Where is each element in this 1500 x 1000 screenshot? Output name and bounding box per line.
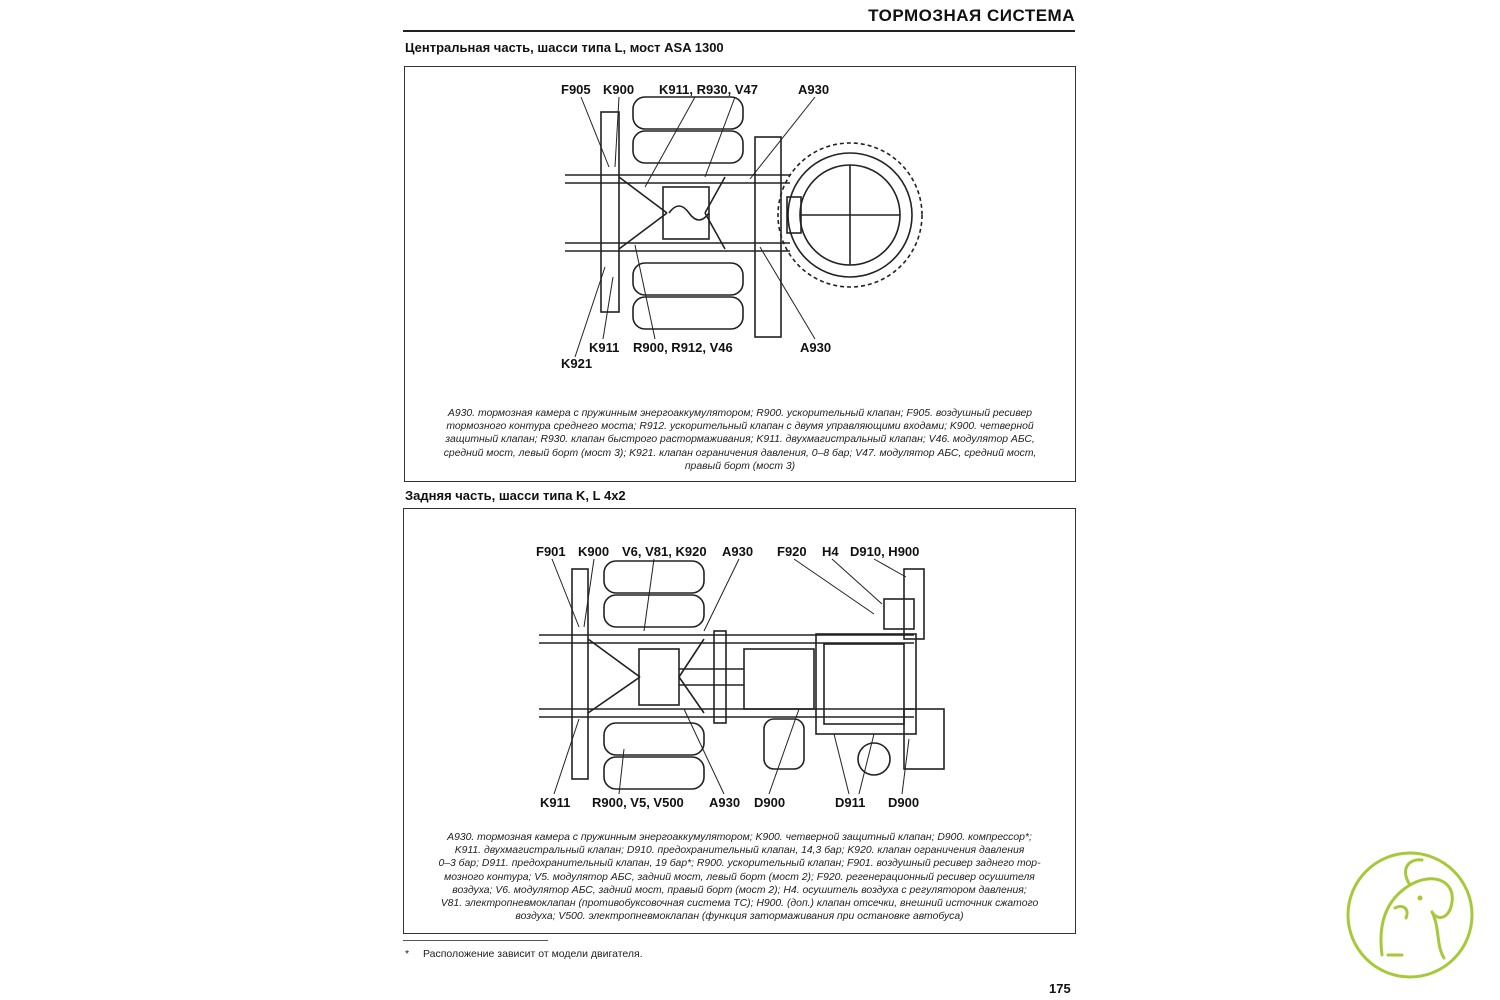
page-number: 175 bbox=[1049, 981, 1071, 996]
footnote: * Расположение зависит от модели двигател… bbox=[405, 948, 643, 960]
section1-chassis-diagram: F905 K900 K911, R930, V47 A930 K911 R900… bbox=[561, 82, 923, 371]
label-d900-right: D900 bbox=[888, 795, 919, 810]
label-k900: K900 bbox=[578, 544, 609, 559]
label-d911: D911 bbox=[835, 795, 865, 810]
caption-line: тормозного контура среднего моста; R912.… bbox=[446, 421, 1034, 433]
section1-title: Центральная часть, шасси типа L, мост AS… bbox=[405, 40, 724, 55]
label-k911: K911 bbox=[589, 340, 619, 355]
caption-line: средний мост, левый борт (мост 3); K921.… bbox=[443, 447, 1037, 459]
caption-line: правый борт (мост 3) bbox=[684, 460, 796, 472]
label-f901: F901 bbox=[536, 544, 566, 559]
section1-caption: A930. тормозная камера с пружинным энерг… bbox=[409, 407, 1071, 473]
label-a930-top: A930 bbox=[798, 82, 829, 97]
caption-line: воздуха; V6. модулятор АБС, задний мост,… bbox=[452, 884, 1027, 896]
footnote-rule bbox=[403, 940, 548, 941]
label-a930-bottom: A930 bbox=[800, 340, 831, 355]
caption-line: воздуха; V500. электропневмоклапан (функ… bbox=[515, 911, 964, 923]
caption-line: V81. электропневмоклапан (противобуксово… bbox=[440, 898, 1039, 910]
header-rule bbox=[403, 30, 1075, 32]
label-f905: F905 bbox=[561, 82, 591, 97]
caption-line: A930. тормозная камера с пружинным энерг… bbox=[447, 832, 1032, 843]
caption-line: 0–3 бар; D911. предохранительный клапан,… bbox=[438, 858, 1041, 870]
caption-line: защитный клапан; R930. клапан быстрого р… bbox=[445, 434, 1035, 446]
label-d910-h900: D910, H900 bbox=[850, 544, 919, 559]
page-header-title: ТОРМОЗНАЯ СИСТЕМА bbox=[868, 6, 1075, 25]
elephant-logo-icon bbox=[1346, 851, 1474, 979]
label-d900-left: D900 bbox=[754, 795, 785, 810]
caption-line: мозного контура; V5. модулятор АБС, задн… bbox=[444, 871, 1035, 883]
label-r900-v5-v500: R900, V5, V500 bbox=[592, 795, 684, 810]
label-a930-bottom: A930 bbox=[709, 795, 740, 810]
label-k911: K911 bbox=[540, 795, 570, 810]
section2-chassis-diagram: F901 K900 V6, V81, K920 A930 F920 H4 D91… bbox=[536, 544, 945, 810]
label-r900-r912-v46: R900, R912, V46 bbox=[633, 340, 733, 355]
section2-figure-frame: F901 K900 V6, V81, K920 A930 F920 H4 D91… bbox=[403, 508, 1076, 934]
section1-figure-frame: F905 K900 K911, R930, V47 A930 K911 R900… bbox=[404, 66, 1076, 482]
footnote-text: Расположение зависит от модели двигателя… bbox=[423, 948, 643, 960]
label-a930-top: A930 bbox=[722, 544, 753, 559]
section2-caption: A930. тормозная камера с пружинным энерг… bbox=[406, 831, 1073, 923]
label-h4: H4 bbox=[822, 544, 839, 559]
label-f920: F920 bbox=[777, 544, 807, 559]
label-k900: K900 bbox=[603, 82, 634, 97]
label-v6-v81-k920: V6, V81, K920 bbox=[622, 544, 707, 559]
label-k911-r930-v47: K911, R930, V47 bbox=[659, 82, 758, 97]
label-k921: K921 bbox=[561, 356, 592, 371]
caption-line: A930. тормозная камера с пружинным энерг… bbox=[447, 408, 1033, 419]
caption-line: K911. двухмагистральный клапан; D910. пр… bbox=[454, 845, 1025, 857]
footnote-marker: * bbox=[405, 948, 410, 960]
section2-title: Задняя часть, шасси типа K, L 4x2 bbox=[405, 488, 626, 503]
